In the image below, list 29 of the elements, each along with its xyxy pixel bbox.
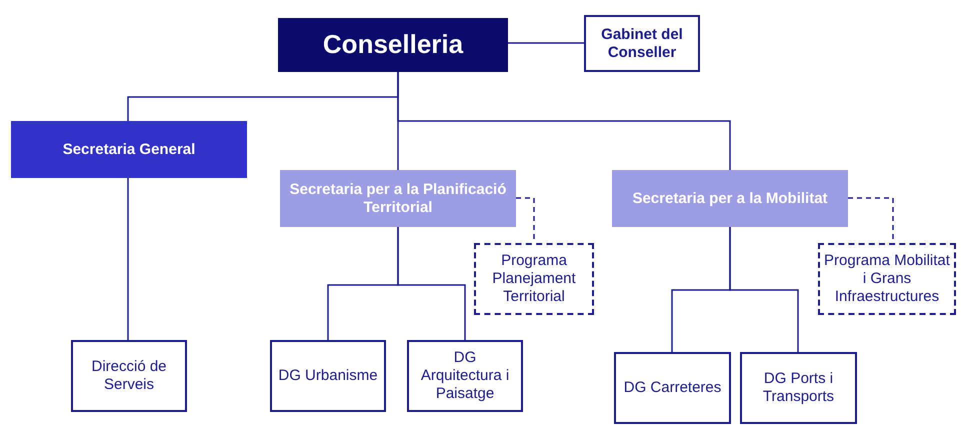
node-label: DG Ports i Transports: [762, 370, 836, 406]
node-label: Conselleria: [322, 29, 464, 61]
program-box: [474, 243, 594, 315]
node-label: Secretaria General: [62, 140, 196, 158]
node-label: DG Arquitectura i Paisatge: [420, 349, 510, 403]
connector-line: [729, 227, 799, 352]
node-label: Secretaria per a la Mobilitat: [632, 190, 828, 208]
connector-line: [397, 227, 466, 340]
node-label: Programa Planejament Territorial: [491, 252, 577, 306]
unit-box: [740, 352, 857, 424]
connector-line: [508, 42, 584, 44]
secretariat-box: [612, 170, 848, 227]
node-label: DG Urbanisme: [278, 367, 378, 385]
secretariat-box: [11, 121, 247, 178]
unit-box: [71, 340, 187, 412]
node-label: Gabinet del Conseller: [600, 26, 684, 62]
node-label: DG Carreteres: [624, 379, 722, 397]
node-label: Secretaria per a la Planificació Territorial: [288, 180, 508, 216]
program-box: [818, 243, 956, 315]
unit-box: [270, 340, 386, 412]
secretariat-box: [280, 170, 516, 227]
node-label: Direcció de Serveis: [90, 358, 168, 394]
connector-line: [127, 178, 129, 340]
unit-box: [614, 352, 731, 424]
node-label: Programa Mobilitat i Grans Infraestructures: [824, 252, 950, 306]
head-office-box: [278, 18, 508, 72]
unit-box: [584, 15, 700, 72]
connector-line: [397, 72, 731, 170]
unit-box: [407, 340, 523, 412]
